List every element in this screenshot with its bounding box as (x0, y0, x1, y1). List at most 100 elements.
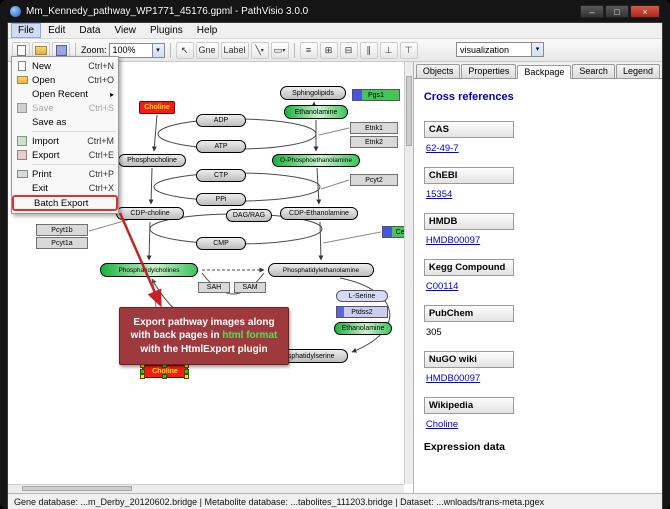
cross-reference-link[interactable]: HMDB00097 (425, 373, 481, 384)
file-menu-item-save-as[interactable]: Save as (12, 115, 118, 129)
pathway-node-cdp-ethanolamine[interactable]: CDP-Ethanolamine (280, 207, 358, 220)
section-header: CAS (423, 121, 514, 138)
cross-reference-link[interactable]: C00114 (425, 281, 459, 292)
pathway-node-etnk2[interactable]: Etnk2 (350, 136, 398, 148)
chevron-down-icon[interactable]: ▾ (282, 47, 286, 54)
pathway-node-pcyt2[interactable]: Pcyt2 (350, 174, 398, 186)
pathway-node-ethanolamine[interactable]: Ethanolamine (284, 105, 348, 119)
shape-tool-button[interactable]: ▭▾ (270, 41, 289, 59)
align-left-icon[interactable]: ≡ (299, 41, 318, 59)
pathway-node-pcyt1a[interactable]: Pcyt1a (36, 237, 88, 249)
cross-reference-link[interactable]: 62-49-7 (425, 143, 459, 154)
scrollbar-thumb[interactable] (405, 76, 412, 146)
section-header: PubChem (423, 305, 514, 322)
section-header: ChEBI (423, 167, 514, 184)
menu-item-data[interactable]: Data (79, 25, 101, 36)
pathway-node-atp[interactable]: ATP (196, 140, 246, 153)
pathway-node-l-serine[interactable]: L-Serine (336, 290, 388, 302)
pathway-node-sam[interactable]: SAM (234, 282, 266, 293)
menu-icon-placeholder (17, 198, 31, 209)
chevron-down-icon[interactable]: ▾ (531, 43, 543, 56)
file-menu-item-open-recent[interactable]: Open Recent▸ (12, 87, 118, 101)
tab-legend[interactable]: Legend (615, 64, 660, 78)
maximize-button[interactable]: □ (605, 4, 629, 18)
selection-handle[interactable] (184, 368, 189, 374)
align-bottom-icon[interactable]: ⊥ (379, 41, 398, 59)
cross-reference-link[interactable]: Choline (425, 419, 459, 430)
align-top-icon[interactable]: ⊤ (399, 41, 418, 59)
gene-tool-button[interactable]: Gne (195, 41, 219, 59)
title-bar: Mm_Kennedy_pathway_WP1771_45176.gpml - P… (0, 0, 670, 22)
open-folder-icon (35, 45, 47, 55)
menu-bar: File Edit Data View Plugins Help (8, 23, 662, 39)
chevron-down-icon[interactable]: ▾ (151, 43, 164, 57)
pointer-tool-button[interactable]: ↖ (175, 41, 194, 59)
menu-item-label: New (32, 60, 52, 72)
pathway-node-ethanolamine[interactable]: Ethanolamine (334, 322, 392, 335)
tab-search[interactable]: Search (572, 64, 615, 78)
save-icon (15, 103, 29, 114)
menu-item-edit[interactable]: Edit (48, 25, 66, 36)
tab-objects[interactable]: Objects (415, 64, 461, 78)
selection-handle[interactable] (140, 368, 145, 374)
cross-reference-link[interactable]: HMDB00097 (425, 235, 481, 246)
label-tool-button[interactable]: Label (220, 41, 249, 59)
chevron-down-icon[interactable]: ▾ (260, 47, 264, 54)
selection-handle[interactable] (162, 374, 167, 379)
selection-handle[interactable] (184, 374, 189, 379)
distribute-horizontal-icon[interactable]: ∥ (359, 41, 378, 59)
pathway-node-ctp[interactable]: CTP (196, 169, 246, 182)
open-file-button[interactable] (32, 41, 50, 59)
pathway-node-cmp[interactable]: CMP (196, 237, 246, 250)
pathway-node-sphingolipids[interactable]: Sphingolipids (280, 86, 346, 100)
cross-reference-link[interactable]: 15354 (425, 189, 453, 200)
pathway-node-cdp-choline[interactable]: CDP-choline (116, 207, 184, 220)
pathway-node-choline[interactable]: Choline (139, 101, 175, 114)
tab-backpage[interactable]: Backpage (517, 65, 572, 79)
pathway-node-choline[interactable]: Choline (140, 363, 189, 379)
pathway-node-pcyt1b[interactable]: Pcyt1b (36, 224, 88, 236)
minimize-button[interactable]: – (580, 4, 604, 18)
visualization-combobox[interactable]: visualization ▾ (456, 42, 544, 57)
menu-item-file[interactable]: File (11, 23, 42, 38)
align-right-icon[interactable]: ⊟ (339, 41, 358, 59)
pathway-node-phosphatidylethanolamine[interactable]: Phosphatidylethanolamine (268, 263, 374, 277)
menu-item-view[interactable]: View (114, 25, 136, 36)
scrollbar-thumb[interactable] (22, 486, 132, 491)
pathway-node-dag-rag[interactable]: DAG/RAG (226, 209, 272, 222)
zoom-combobox[interactable]: 100% ▾ (108, 42, 165, 58)
close-button[interactable]: × (630, 4, 660, 18)
selection-handle[interactable] (140, 374, 145, 379)
pathway-node-adp[interactable]: ADP (196, 114, 246, 127)
tab-properties[interactable]: Properties (461, 64, 517, 78)
file-menu-item-batch-export[interactable]: Batch Export (12, 195, 118, 211)
pathway-node-ptdss2[interactable]: Ptdss2 (336, 306, 388, 318)
canvas-vertical-scrollbar[interactable] (403, 62, 413, 484)
menu-shortcut: Ctrl+P (88, 169, 114, 179)
pathway-node-phosphatidylcholines[interactable]: Phosphatidylcholines (100, 263, 198, 277)
pathway-node-ppi[interactable]: PPi (196, 193, 246, 206)
canvas-horizontal-scrollbar[interactable] (8, 484, 404, 493)
toolbar-separator (293, 42, 295, 58)
menu-item-help[interactable]: Help (196, 25, 218, 36)
menu-item-label: Exit (32, 182, 48, 194)
pathway-node-o-phosphoethanolamine[interactable]: O-Phosphoethanolamine (272, 154, 360, 167)
toolbar-separator (169, 42, 171, 58)
menu-item-plugins[interactable]: Plugins (149, 25, 183, 36)
line-tool-button[interactable]: ╲▾ (250, 41, 269, 59)
pathway-node-pgs1[interactable]: Pgs1 (352, 89, 400, 101)
align-center-icon[interactable]: ⊞ (319, 41, 338, 59)
pathway-node-etnk1[interactable]: Etnk1 (350, 122, 398, 134)
pathway-node-sah[interactable]: SAH (198, 282, 230, 293)
pathway-node-phosphocholine[interactable]: Phosphocholine (118, 154, 186, 167)
